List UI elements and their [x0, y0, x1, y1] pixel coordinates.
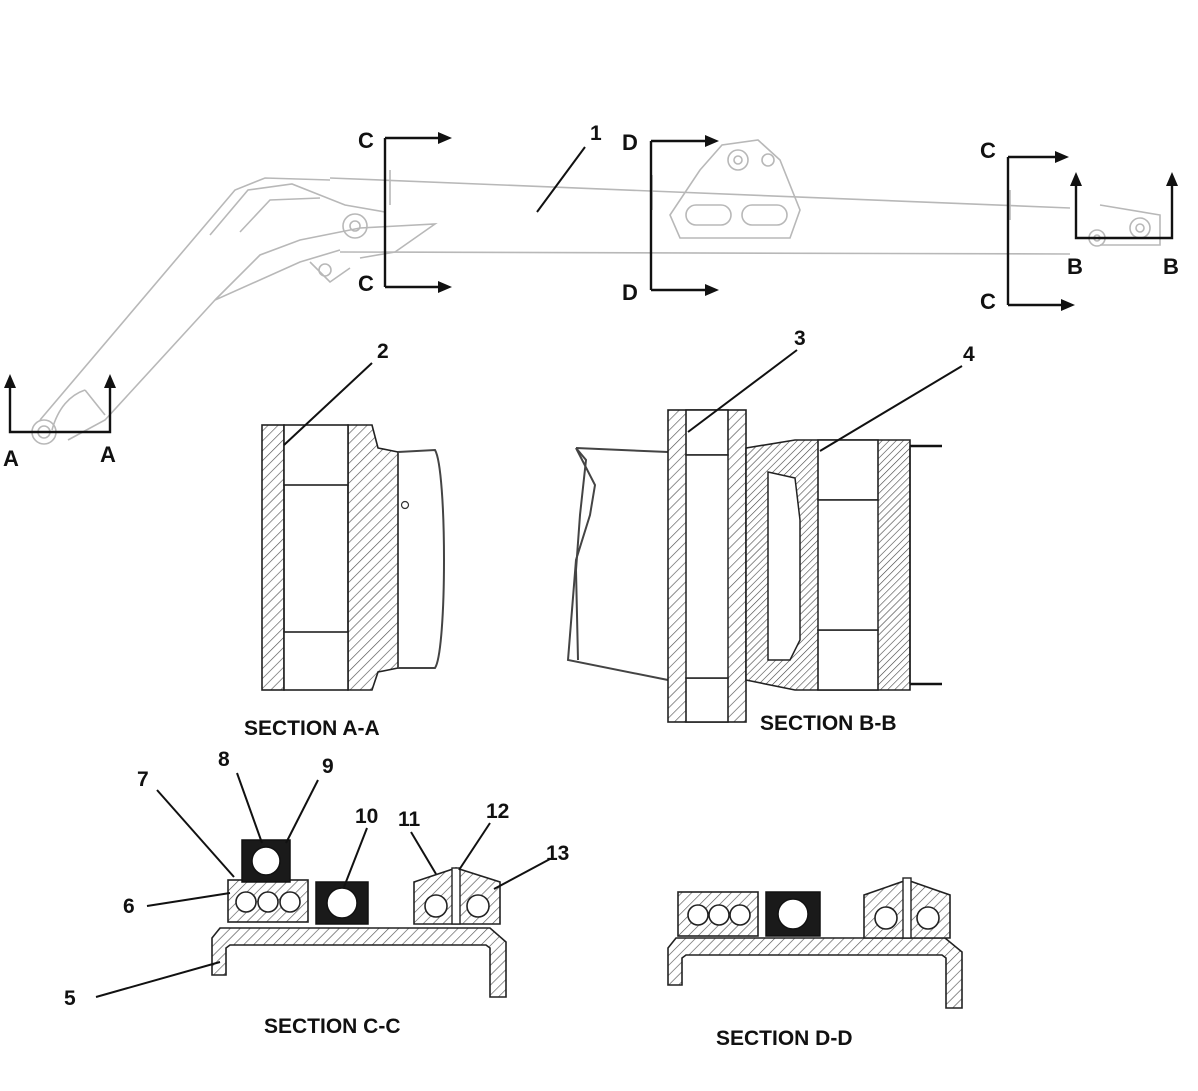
- section-b-b-caption: SECTION B-B: [760, 712, 897, 735]
- callout-11: 11: [398, 808, 421, 831]
- boom-assembly: [31, 139, 1161, 445]
- callout-5: 5: [64, 987, 76, 1010]
- section-a-a-caption: SECTION A-A: [244, 717, 380, 740]
- callout-2: 2: [377, 340, 389, 363]
- cut-label-a-right: A: [100, 442, 116, 467]
- callout-10: 10: [355, 805, 378, 828]
- cut-label-c-left-top: C: [358, 128, 374, 153]
- section-cut-lines: [4, 132, 1178, 434]
- section-a-a-view: [261, 424, 445, 691]
- section-b-b-view: [566, 409, 942, 723]
- callout-12: 12: [486, 800, 509, 823]
- cut-label-b-right: B: [1163, 254, 1179, 279]
- callout-6: 6: [123, 895, 135, 918]
- cut-label-b-left: B: [1067, 254, 1083, 279]
- section-c-c-caption: SECTION C-C: [264, 1015, 401, 1038]
- section-d-d-view: [667, 877, 963, 1009]
- callout-13: 13: [546, 842, 569, 865]
- section-c-c-view: [211, 839, 507, 998]
- callout-9: 9: [322, 755, 334, 778]
- callout-7: 7: [137, 768, 149, 791]
- cut-label-c-right-top: C: [980, 138, 996, 163]
- callout-4: 4: [963, 343, 975, 366]
- callout-3: 3: [794, 327, 806, 350]
- cut-label-d-bottom: D: [622, 280, 638, 305]
- cut-label-c-right-bottom: C: [980, 289, 996, 314]
- cut-label-a-left: A: [3, 446, 19, 471]
- section-d-d-caption: SECTION D-D: [716, 1027, 853, 1050]
- cut-label-d-top: D: [622, 130, 638, 155]
- cut-label-c-left-bottom: C: [358, 271, 374, 296]
- callout-1: 1: [590, 122, 602, 145]
- callout-8: 8: [218, 748, 230, 771]
